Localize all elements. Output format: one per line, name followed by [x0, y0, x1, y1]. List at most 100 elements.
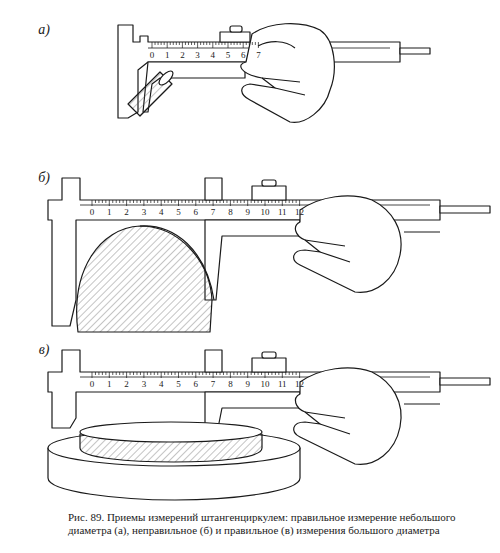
hand — [294, 368, 401, 464]
scale-number: 2 — [124, 380, 129, 389]
scale-tick — [240, 372, 241, 375]
scale-tick — [167, 42, 168, 48]
scale-number: 1 — [107, 380, 112, 389]
scale-tick — [133, 372, 134, 375]
scale-tick — [176, 42, 177, 45]
scale-tick — [233, 200, 234, 203]
scale-tick — [126, 372, 127, 378]
scale-number: 6 — [194, 380, 199, 389]
scale-tick — [231, 42, 232, 45]
scale-tick — [199, 372, 200, 375]
scale-tick — [130, 200, 131, 203]
scale-tick — [278, 200, 279, 203]
scale-tick — [282, 200, 283, 206]
scale-tick — [168, 200, 169, 203]
scale-tick — [206, 42, 207, 45]
scale-tick — [258, 200, 259, 203]
scale-tick — [161, 200, 162, 206]
scale-tick — [228, 42, 229, 48]
scale-tick — [155, 42, 156, 45]
scale-tick — [213, 200, 214, 206]
scale-tick — [173, 42, 174, 45]
scale-tick — [246, 42, 247, 45]
scale-number: 3 — [142, 208, 147, 217]
scale-tick — [258, 42, 259, 48]
scale-tick — [105, 372, 106, 375]
scale-tick — [140, 372, 141, 375]
scale-number: 7 — [211, 208, 216, 217]
scale-tick — [213, 372, 214, 378]
scale-tick — [123, 372, 124, 375]
scale-tick — [221, 42, 222, 45]
scale-tick — [194, 42, 195, 45]
scale-tick — [218, 42, 219, 45]
scale-tick — [230, 200, 231, 206]
scale-number: 9 — [245, 380, 250, 389]
scale-tick — [265, 200, 266, 206]
scale-number: 5 — [226, 51, 231, 60]
scale-tick — [157, 200, 158, 203]
scale-tick — [202, 200, 203, 203]
scale-number: 6 — [241, 51, 246, 60]
scale-tick — [112, 372, 113, 375]
scale-tick — [237, 372, 238, 375]
scale-tick — [216, 200, 217, 203]
scale-tick — [171, 372, 172, 375]
scale-tick — [95, 372, 96, 375]
scale-tick — [102, 372, 103, 375]
scale-tick — [296, 200, 297, 203]
scale-tick — [244, 372, 245, 375]
scale-tick — [247, 200, 248, 206]
scale-number: 3 — [142, 380, 147, 389]
scale-tick — [209, 372, 210, 375]
clamp-screw — [252, 186, 286, 200]
hand — [241, 24, 335, 123]
scale-tick — [206, 200, 207, 203]
scale-tick — [181, 200, 182, 203]
scale-tick — [299, 200, 300, 206]
scale-tick — [275, 200, 276, 203]
scale-tick — [152, 42, 153, 48]
scale-tick — [109, 200, 110, 206]
scale-tick — [292, 372, 293, 375]
scale-tick — [271, 200, 272, 203]
scale-tick — [164, 200, 165, 203]
scale-tick — [233, 372, 234, 375]
vernier-slider — [205, 392, 300, 428]
scale-tick — [143, 200, 144, 206]
scale-tick — [178, 372, 179, 378]
scale-tick — [215, 42, 216, 45]
scale-tick — [119, 372, 120, 375]
scale-tick — [202, 372, 203, 375]
scale-tick — [226, 372, 227, 375]
scale-tick — [136, 372, 137, 375]
scale-number: 4 — [211, 51, 216, 60]
depth-rod — [440, 378, 490, 385]
scale-tick — [147, 200, 148, 203]
scale-tick — [220, 200, 221, 203]
scale-tick — [212, 42, 213, 48]
scale-tick — [154, 372, 155, 375]
scale-tick — [170, 42, 171, 45]
scale-number: 2 — [180, 51, 185, 60]
scale-tick — [133, 200, 134, 203]
scale-tick — [182, 42, 183, 48]
scale-tick — [209, 200, 210, 203]
scale-tick — [143, 372, 144, 378]
scale-tick — [178, 200, 179, 206]
scale-number: 0 — [90, 208, 95, 217]
scale-number: 12 — [295, 208, 304, 217]
scale-tick — [299, 372, 300, 378]
scale-number: 7 — [256, 51, 261, 60]
scale-tick — [251, 372, 252, 375]
scale-tick — [147, 372, 148, 375]
scale-tick — [116, 372, 117, 375]
scale-tick — [185, 42, 186, 45]
scale-tick — [164, 42, 165, 45]
panel-letter: в) — [39, 343, 50, 357]
scale-tick — [282, 372, 283, 378]
scale-tick — [275, 372, 276, 375]
scale-tick — [265, 372, 266, 378]
scale-tick — [289, 200, 290, 203]
